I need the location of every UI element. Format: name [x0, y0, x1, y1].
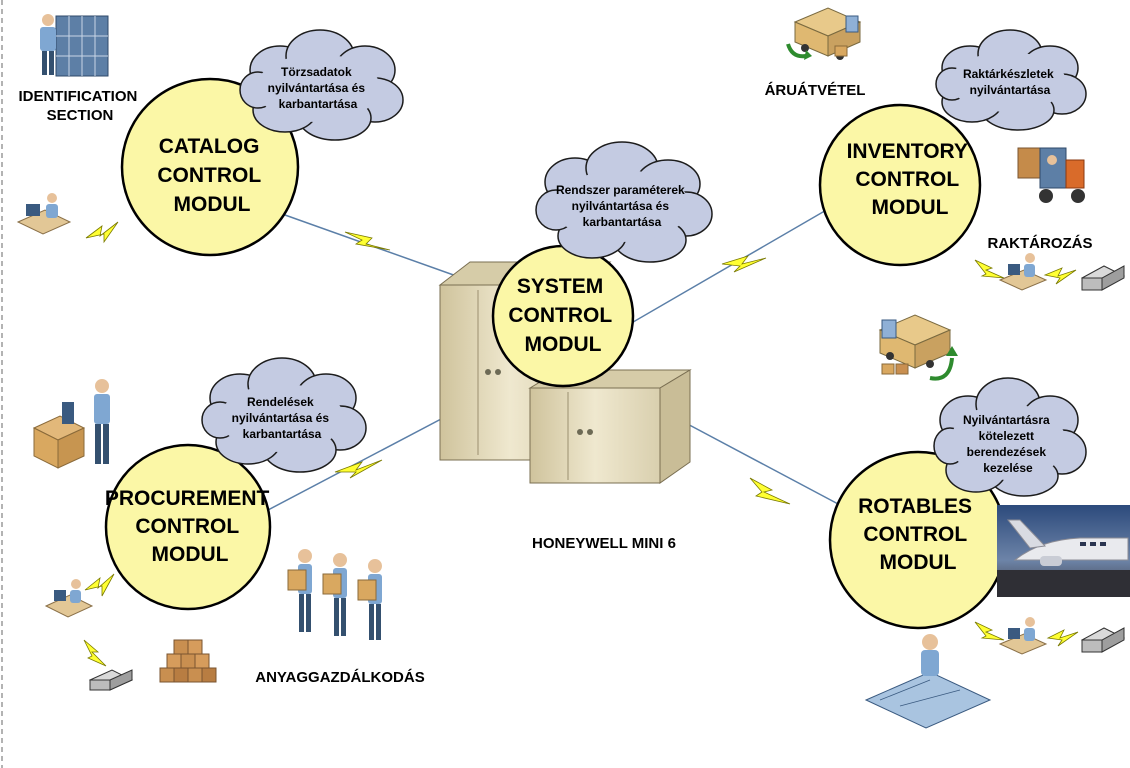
procurement-module-line: MODUL: [152, 543, 229, 566]
system-module-line: CONTROL: [508, 304, 612, 327]
inventory-module-label: INVENTORY CONTROL MODUL: [847, 140, 974, 219]
person-at-computer-icon: [998, 617, 1048, 655]
cloud-system: Rendszer paraméterek nyilvántartása és k…: [535, 141, 713, 263]
person-at-open-box-icon: [32, 379, 110, 469]
procurement-module-label: PROCUREMENT CONTROL MODUL: [105, 487, 275, 566]
cloud-rotables: Nyilvántartásra kötelezett berendezések …: [933, 377, 1087, 497]
inventory-module-line: MODUL: [872, 196, 949, 219]
cloud-line: karbantartása: [243, 427, 322, 441]
cloud-line: nyilvántartása és: [232, 411, 330, 425]
procurement-module-line: PROCUREMENT: [105, 487, 270, 510]
lightning-icon: [344, 231, 391, 251]
inventory-module-line: INVENTORY: [847, 140, 968, 163]
svg-text:Törzsadatok nyilvántartá: Törzsadatok nyilvántartása és karbantart…: [268, 65, 369, 111]
lightning-icon: [1046, 629, 1079, 647]
rotables-module-line: MODUL: [880, 551, 957, 574]
identification-line: IDENTIFICATION: [18, 88, 137, 105]
raktarozas-label: RAKTÁROZÁS: [988, 235, 1093, 252]
cloud-line: nyilvántartása: [970, 83, 1051, 97]
lightning-bolts: [83, 221, 1079, 667]
catalog-module-label: CATALOG CONTROL MODUL: [157, 135, 266, 216]
anyaggazdalkodas-label: ANYAGGAZDÁLKODÁS: [255, 669, 424, 686]
forklift-icon: [1017, 147, 1085, 203]
rotables-module-line: ROTABLES: [858, 495, 972, 518]
cloud-line: Rendszer paraméterek: [556, 183, 685, 197]
system-module-line: MODUL: [525, 333, 602, 356]
inventory-module-circle: [818, 103, 982, 267]
module-circles: [104, 77, 1008, 630]
catalog-module-line: CATALOG: [159, 135, 260, 158]
inventory-module-line: CONTROL: [855, 168, 959, 191]
procurement-module-circle: [104, 443, 272, 611]
system-module-label: SYSTEM CONTROL MODUL: [508, 275, 617, 356]
server-label: HONEYWELL MINI 6: [532, 535, 676, 552]
cloud-catalog: Törzsadatok nyilvántartása és karbantart…: [239, 29, 404, 141]
lightning-icon: [334, 459, 383, 479]
printer-icon: [1080, 265, 1126, 291]
cloud-line: nyilvántartása és: [572, 199, 670, 213]
cloud-line: karbantartása: [583, 215, 662, 229]
person-at-file-cabinet-icon: [40, 14, 109, 77]
svg-text:Rendszer paraméterek nyi: Rendszer paraméterek nyilvántartása és k…: [556, 183, 688, 229]
lightning-icon: [974, 259, 1005, 279]
stacked-boxes-icon: [159, 639, 217, 683]
cloud-procurement: Rendelések nyilvántartása és karbantartá…: [201, 357, 367, 473]
cloud-line: Raktárkészletek: [963, 67, 1054, 81]
rotables-link: [679, 419, 841, 506]
printer-icon: [1080, 627, 1126, 653]
identification-section-label: IDENTIFICATION SECTION: [18, 88, 141, 124]
lightning-icon: [721, 255, 767, 273]
aruatvetel-label: ÁRUÁTVÉTEL: [765, 82, 866, 99]
delivery-truck-icon: [786, 7, 862, 60]
cloud-inventory: Raktárkészletek nyilvántartása: [935, 29, 1087, 131]
svg-text:Nyilvántartásra köteleze: Nyilvántartásra kötelezett berendezések …: [963, 413, 1053, 475]
cloud-line: Nyilvántartásra: [963, 413, 1050, 427]
cloud-line: Rendelések: [247, 395, 314, 409]
person-at-computer-icon: [998, 253, 1048, 291]
catalog-module-line: CONTROL: [157, 164, 261, 187]
person-at-computer-icon: [44, 579, 94, 618]
lightning-icon: [1043, 267, 1077, 285]
delivery-truck-icon: [878, 314, 958, 381]
cloud-line: kötelezett: [979, 429, 1034, 443]
cloud-line: karbantartása: [279, 97, 358, 111]
cloud-line: berendezések: [967, 445, 1047, 459]
cloud-line: nyilvántartása és: [268, 81, 366, 95]
workers-with-boxes-icon: [287, 549, 382, 640]
cloud-line: Törzsadatok: [281, 65, 352, 79]
lightning-icon: [84, 573, 115, 597]
person-at-drafting-table-icon: [864, 634, 992, 729]
person-at-computer-icon: [16, 193, 72, 235]
system-module-line: SYSTEM: [517, 275, 603, 298]
identification-line: SECTION: [47, 107, 114, 124]
airplane-photo: [997, 505, 1130, 597]
cloud-line: kezelése: [983, 461, 1033, 475]
rotables-module-label: ROTABLES CONTROL MODUL: [858, 495, 978, 574]
printer-icon: [88, 669, 134, 691]
lightning-icon: [974, 621, 1005, 641]
lightning-icon: [85, 221, 119, 244]
procurement-module-line: CONTROL: [135, 515, 239, 538]
catalog-module-circle: [120, 77, 300, 257]
svg-text:Rendelések nyilvántartás: Rendelések nyilvántartása és karbantartá…: [232, 395, 333, 441]
lightning-icon: [749, 477, 791, 505]
catalog-module-line: MODUL: [174, 193, 251, 216]
svg-text:Raktárkészletek nyilvánt: Raktárkészletek nyilvántartása: [963, 67, 1057, 97]
lightning-icon: [83, 639, 107, 667]
rotables-module-line: CONTROL: [863, 523, 967, 546]
